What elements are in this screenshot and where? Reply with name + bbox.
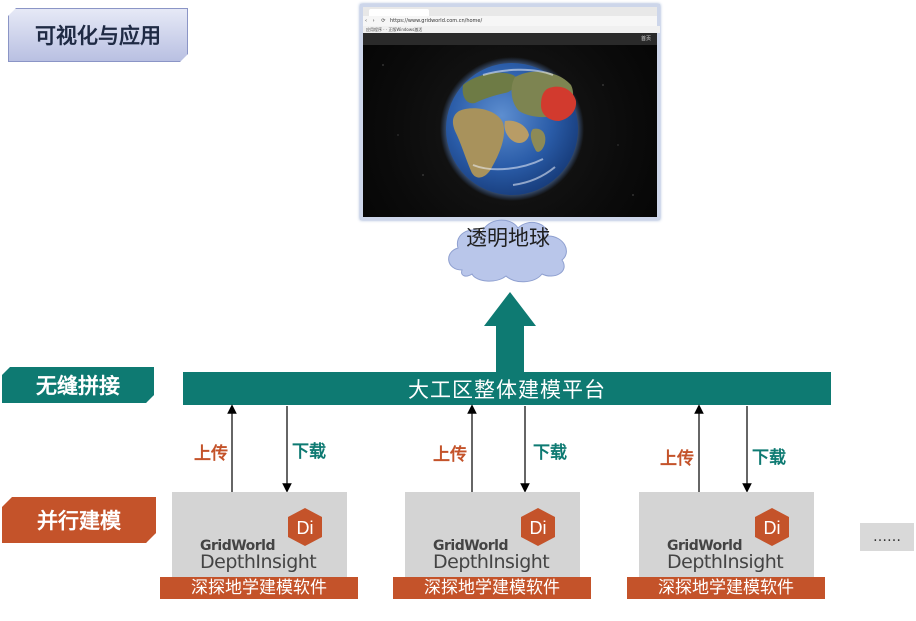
software-caption: 深探地学建模软件: [627, 577, 825, 599]
continent-europe: [462, 72, 517, 104]
space-background: [363, 45, 657, 217]
svg-text:Di: Di: [764, 518, 781, 538]
brand-gridworld: GridWorld: [667, 538, 743, 554]
seamless-tag-label: 无缝拼接: [36, 374, 120, 398]
platform-to-earth-arrow: [484, 292, 536, 374]
software-card-3: Di GridWorld DepthInsight 深探地学建模软件: [627, 492, 825, 599]
di-logo-icon: Di: [755, 508, 789, 546]
software-card-1: Di GridWorld DepthInsight 深探地学建模软件: [160, 492, 358, 599]
software-caption: 深探地学建模软件: [160, 577, 358, 599]
forward-icon: ›: [372, 18, 375, 24]
continent-arabia: [504, 120, 529, 143]
visualization-tag: 可视化与应用: [8, 8, 188, 62]
seamless-tag: 无缝拼接: [2, 367, 154, 403]
brand-depthinsight: DepthInsight: [433, 551, 550, 573]
di-logo-icon: Di: [521, 508, 555, 546]
upload-label-1: 上传: [194, 444, 228, 464]
browser-url-bar: ‹ › ⟳ https://www.gridworld.com.cn/home/: [363, 16, 657, 26]
stars: [382, 64, 634, 196]
site-nav-bar: 首页: [363, 33, 657, 45]
bookmark-bar: 应用程序 · · 正版Windows激活: [363, 26, 660, 33]
site-nav-item: 首页: [640, 36, 651, 42]
di-logo-icon: Di: [288, 508, 322, 546]
download-label-2: 下载: [533, 443, 567, 463]
china-highlight: [541, 86, 577, 121]
modeling-platform-bar: 大工区整体建模平台: [183, 372, 831, 405]
download-label-3: 下载: [752, 448, 786, 468]
parallel-tag-label: 并行建模: [37, 509, 121, 533]
more-ellipsis: ……: [873, 529, 901, 545]
globe-image: [382, 57, 634, 201]
brand-gridworld: GridWorld: [200, 538, 276, 554]
browser-screenshot: ‹ › ⟳ https://www.gridworld.com.cn/home/…: [360, 4, 660, 220]
more-ellipsis-box: ……: [860, 523, 914, 551]
browser-tab-bar: [363, 7, 657, 16]
download-label-1: 下载: [292, 442, 326, 462]
reload-icon: ⟳: [381, 18, 386, 24]
cloud-swirls: [472, 68, 556, 186]
brand-gridworld: GridWorld: [433, 538, 509, 554]
svg-text:Di: Di: [530, 518, 547, 538]
software-caption: 深探地学建模软件: [393, 577, 591, 599]
continent-africa: [452, 108, 505, 178]
bookmark-item: 应用程序 · · 正版Windows激活: [366, 27, 423, 32]
brand-depthinsight: DepthInsight: [200, 551, 317, 573]
visualization-tag-label: 可视化与应用: [35, 24, 161, 48]
brand-depthinsight: DepthInsight: [667, 551, 784, 573]
svg-text:Di: Di: [297, 518, 314, 538]
transparent-earth-label: 透明地球: [466, 226, 550, 250]
upload-label-2: 上传: [433, 445, 467, 465]
back-icon: ‹: [365, 18, 367, 24]
platform-label: 大工区整体建模平台: [408, 377, 606, 402]
continent-india: [530, 128, 546, 152]
software-card-2: Di GridWorld DepthInsight 深探地学建模软件: [393, 492, 591, 599]
parallel-tag: 并行建模: [2, 497, 156, 543]
cloud-shape: [448, 219, 567, 283]
browser-tab: [369, 9, 429, 16]
upload-label-3: 上传: [660, 449, 694, 469]
browser-url: https://www.gridworld.com.cn/home/: [389, 18, 483, 24]
